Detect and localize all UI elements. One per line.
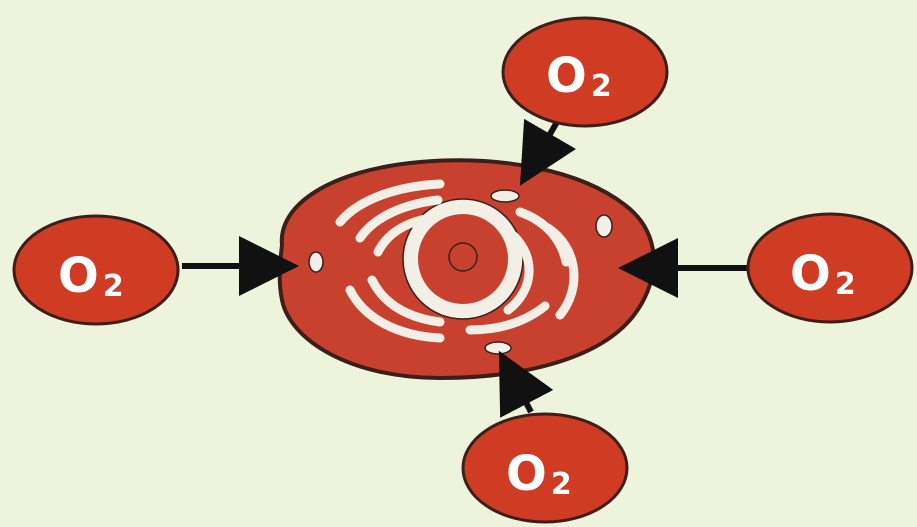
cell: [280, 160, 654, 378]
o2-symbol: O: [58, 248, 99, 304]
o2-subscript: 2: [103, 269, 124, 304]
o2-symbol: O: [790, 246, 831, 302]
o2-symbol: O: [546, 48, 587, 104]
arrow-bottom-to-cell: [510, 372, 531, 412]
vesicle: [491, 190, 519, 202]
vesicle: [485, 342, 511, 354]
o2-subscript: 2: [551, 467, 572, 502]
nucleolus: [449, 243, 477, 271]
o2-subscript: 2: [835, 267, 856, 302]
o2-subscript: 2: [591, 69, 612, 104]
arrow-top-to-cell: [532, 122, 557, 165]
vesicle: [596, 215, 612, 237]
vesicle: [309, 252, 323, 272]
o2-symbol: O: [506, 446, 547, 502]
